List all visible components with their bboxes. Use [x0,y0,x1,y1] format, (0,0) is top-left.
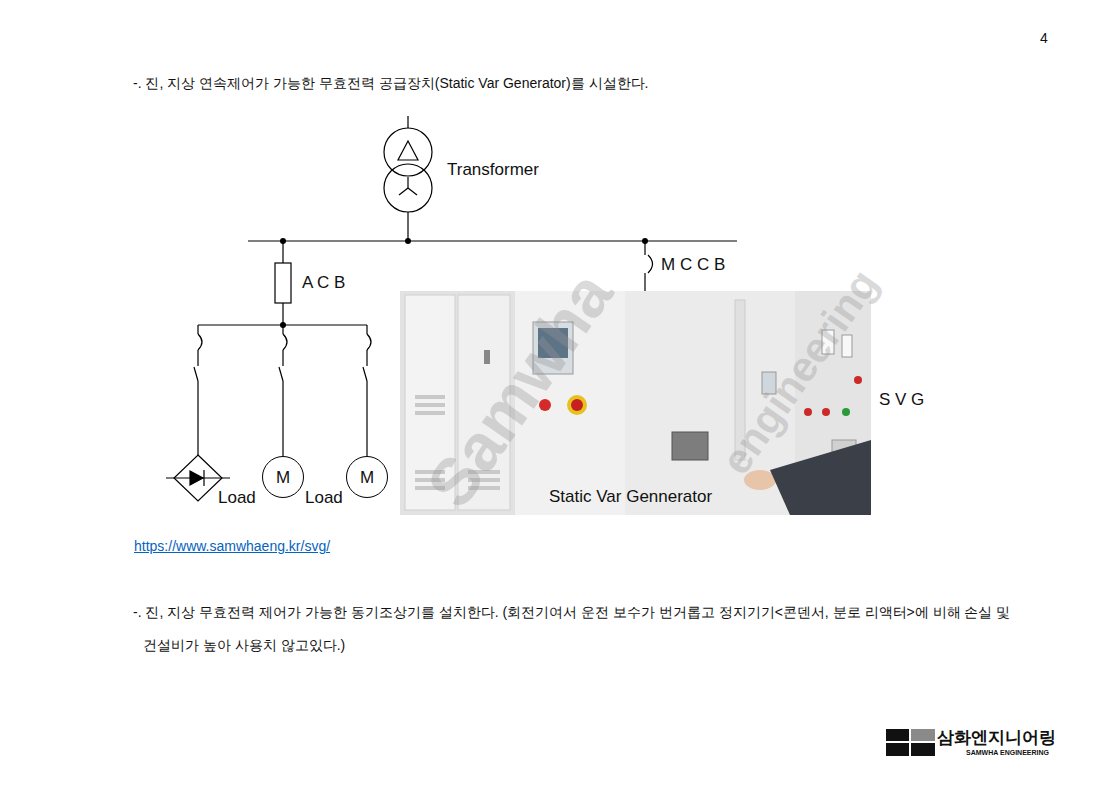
svg-photo [400,291,871,515]
load-label: Load [305,488,343,508]
branch-breakers [194,325,371,456]
page-number: 4 [1040,30,1048,47]
logo-subtext: SAMWHA ENGINEERING [966,749,1049,757]
body-text: -. 진, 지상 연속제어가 가능한 무효전력 공급장치(Static Var … [133,75,648,92]
company-logo [886,729,935,756]
mccb-label: M C C B [661,255,725,275]
acb-symbol [275,263,291,303]
transformer-winding [384,164,432,212]
load-label: Load [218,488,256,508]
transformer-winding [384,128,432,176]
bus-bar [248,240,737,241]
motor-letter: M [276,469,290,486]
motor-circle: M [346,456,388,498]
photo-caption: Static Var Gennerator [549,487,712,507]
motor-letter: M [360,469,374,486]
watermark: Samwha [411,258,629,523]
logo-text: 삼화엔지니어링 [937,728,1056,748]
watermark: engineering [711,260,889,484]
motor-circle: M [262,456,304,498]
acb-label: A C B [302,273,345,293]
body-text: -. 진, 지상 무효전력 제어가 가능한 동기조상기를 설치한다. (회전기여… [133,596,1013,662]
mccb-symbol [648,255,653,273]
url-link: https://www.samwhaeng.kr/svg/ [134,538,330,555]
transformer-label: Transformer [447,160,539,180]
svg-label: S V G [879,390,924,410]
